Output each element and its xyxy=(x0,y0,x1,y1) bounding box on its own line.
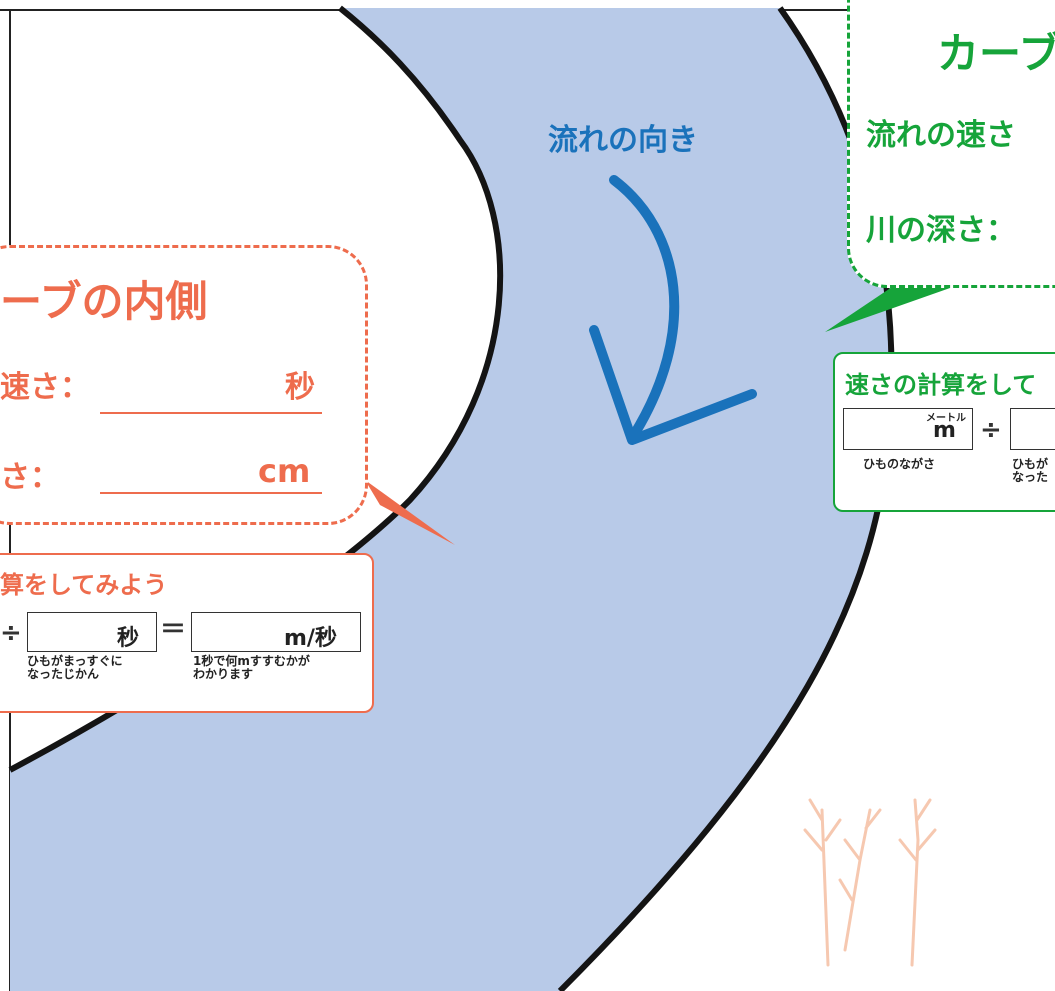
inner-depth-line xyxy=(100,492,322,494)
outer-curve-card xyxy=(847,0,1055,288)
outer-calc-divide: ÷ xyxy=(980,415,1002,445)
inner-depth-unit: cm xyxy=(258,452,311,490)
twig-decoration xyxy=(803,798,937,967)
outer-card-pointer xyxy=(825,285,950,332)
inner-result-unit: m/秒 xyxy=(284,626,337,651)
inner-seconds-box xyxy=(27,612,157,652)
inner-calc-equals: ＝ xyxy=(160,615,187,645)
inner-calc-divide: ÷ xyxy=(0,618,22,648)
flow-arrow-head xyxy=(589,325,757,445)
inner-result-caption-text: 1秒で何mすすむかが わかります xyxy=(193,654,310,681)
inner-card-pointer xyxy=(365,480,455,545)
inner-seconds-caption: ひもがまっすぐに なったじかん xyxy=(27,655,123,681)
outer-card-title: カーブ xyxy=(937,29,1055,78)
outer-speed-label: 流れの速さ xyxy=(866,118,1016,153)
outer-meter-ruby: メートル xyxy=(926,413,966,424)
flow-direction-label: 流れの向き xyxy=(548,123,698,158)
outer-calc-title: 速さの計算をして xyxy=(845,371,1037,399)
outer-length-box xyxy=(843,408,973,450)
inner-speed-unit: 秒 xyxy=(285,370,315,405)
inner-speed-label: 速さ： xyxy=(0,370,90,405)
inner-seconds-caption-text: ひもがまっすぐに なったじかん xyxy=(27,654,123,681)
outer-seconds-box xyxy=(1010,408,1055,450)
outer-length-caption: ひものながさ xyxy=(863,457,936,471)
inner-speed-line xyxy=(100,412,322,414)
outer-meter-unit: m xyxy=(933,418,956,443)
inner-card-title: ーブの内側 xyxy=(0,277,208,326)
outer-seconds-caption-text: ひもが なった xyxy=(1012,457,1049,484)
inner-result-caption: 1秒で何mすすむかが わかります xyxy=(193,655,310,681)
inner-result-box xyxy=(191,612,361,652)
inner-calc-title: 算をしてみよう xyxy=(0,571,168,599)
outer-depth-label: 川の深さ： xyxy=(866,213,1016,248)
outer-seconds-caption: ひもが なった xyxy=(1012,458,1048,484)
inner-curve-card xyxy=(0,245,368,525)
inner-depth-label: さ： xyxy=(0,460,60,495)
inner-seconds-unit: 秒 xyxy=(117,626,140,651)
flow-arrow-shaft xyxy=(609,175,680,443)
